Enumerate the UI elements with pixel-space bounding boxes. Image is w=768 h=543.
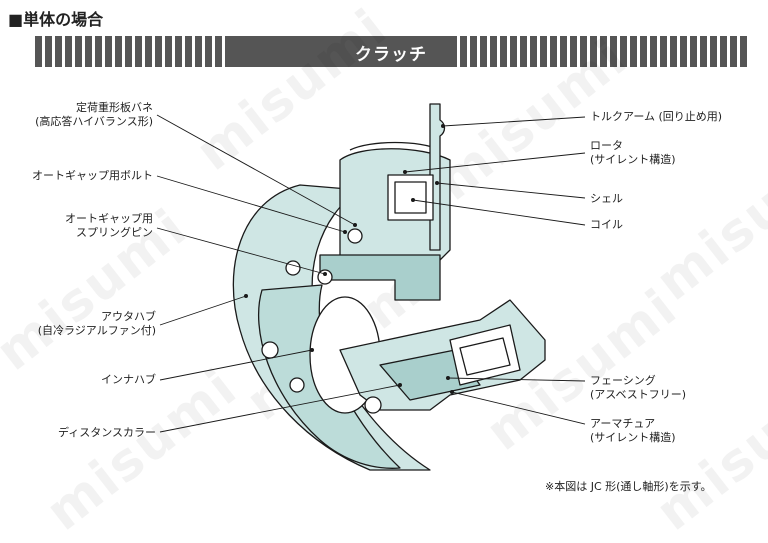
coil-block-lower bbox=[449, 324, 521, 386]
section-title: ■単体の場合 bbox=[8, 10, 104, 29]
label-spring-plate: 定荷重形板バネ (高応答ハイバランス形) bbox=[35, 101, 153, 128]
face-hole bbox=[285, 260, 301, 276]
label-armature: アーマチュア (サイレント構造) bbox=[590, 417, 676, 444]
label-torque-arm: トルクアーム (回り止め用) bbox=[590, 110, 723, 123]
banner-stripes-right bbox=[450, 36, 750, 67]
label-outer-hub: アウタハブ (自冷ラジアルファン付) bbox=[37, 310, 156, 337]
banner: クラッチ bbox=[32, 36, 750, 67]
label-distance-collar: ディスタンスカラー bbox=[57, 426, 156, 439]
label-coil: コイル bbox=[590, 218, 623, 231]
auto-gap-bolt bbox=[347, 228, 363, 244]
leader-lines bbox=[156, 114, 586, 433]
label-shell: シェル bbox=[590, 192, 623, 205]
face-hole bbox=[261, 341, 279, 359]
label-auto-gap-bolt: オートギャップ用ボルト bbox=[32, 169, 153, 182]
banner-title: クラッチ bbox=[355, 45, 427, 65]
face-hole bbox=[364, 396, 382, 414]
face-hole bbox=[289, 377, 305, 393]
inner-hub-section bbox=[319, 254, 441, 301]
label-facing: フェーシング (アスベストフリー) bbox=[590, 374, 687, 401]
banner-stripes-left bbox=[32, 36, 232, 67]
label-inner-hub: インナハブ bbox=[101, 373, 156, 386]
outer-hub bbox=[232, 184, 431, 471]
footnote: ※本図は JC 形(通し軸形)を示す。 bbox=[545, 480, 712, 493]
clutch-cutaway-diagram bbox=[156, 103, 586, 471]
label-auto-gap-pin: オートギャップ用 スプリングピン bbox=[65, 212, 153, 239]
label-rotor: ロータ (サイレント構造) bbox=[590, 139, 676, 166]
